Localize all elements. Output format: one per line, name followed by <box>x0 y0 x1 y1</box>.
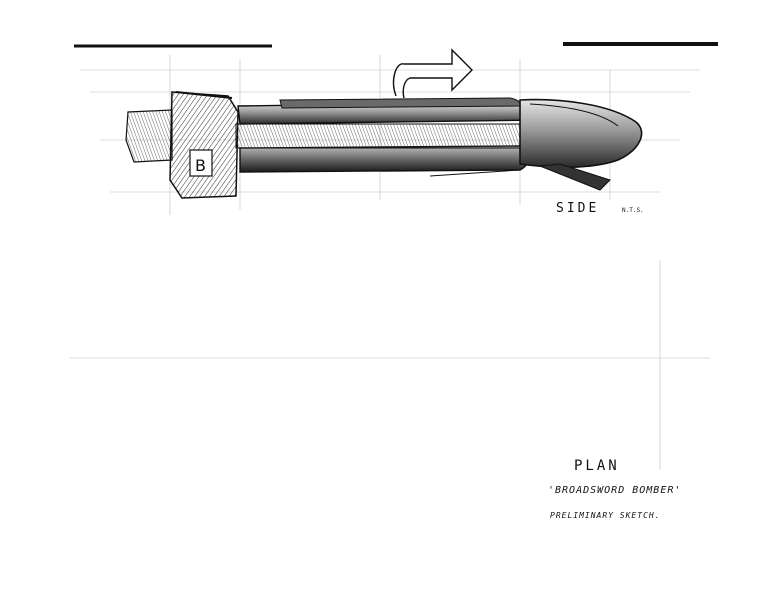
frame-marks <box>74 42 718 48</box>
drawing-note: PRELIMINARY SKETCH. <box>550 511 661 520</box>
scale-note-label: N.T.S. <box>622 207 644 214</box>
side-view-label: SIDE <box>556 201 600 216</box>
svg-text:B: B <box>195 156 206 175</box>
plan-view-label: PLAN <box>574 458 620 474</box>
drawing-title: 'BROADSWORD BOMBER' <box>548 485 682 496</box>
right-arrow-icon <box>392 48 473 99</box>
side-view: B <box>125 91 643 199</box>
